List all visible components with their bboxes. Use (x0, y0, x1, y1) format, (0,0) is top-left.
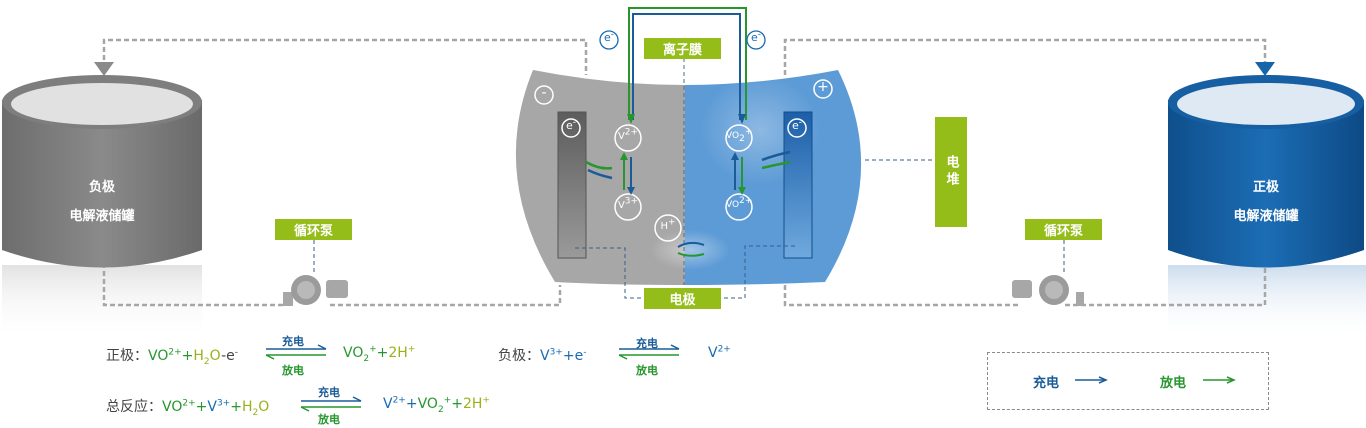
eq-positive-charge: 充电 (282, 335, 304, 348)
wire-arrow-right-icon (738, 114, 746, 124)
ion-v3: V3+ (617, 196, 639, 211)
equation-positive: 正极：VO2++H2O-e- (106, 347, 238, 367)
equation-total-product: V2++VO2++2H+ (383, 395, 490, 415)
tank-right-reflection (1168, 265, 1366, 340)
electron-electrode-left: e- (565, 117, 577, 132)
pump-right-label: 循环泵 (1025, 219, 1102, 240)
electron-left-icon (599, 30, 619, 50)
eq-negative-charge: 充电 (636, 337, 658, 350)
plus-sign: + (817, 79, 829, 95)
electrode-label: 电极 (644, 288, 721, 309)
tank-right-label: 正极 电解液储罐 (1216, 176, 1316, 224)
ion-v2: V2+ (617, 127, 639, 142)
ion-vo2: VO2+ (726, 196, 753, 211)
membrane-label: 离子膜 (644, 38, 721, 59)
connector-lines (313, 159, 1065, 299)
tank-left (2, 75, 202, 268)
pipe-arrow-left-icon (94, 62, 114, 76)
pump-right-icon (1012, 275, 1084, 306)
tank-left-line1: 负极 (88, 180, 115, 195)
pump-left-icon (283, 275, 348, 306)
equation-negative: 负极：V3++e- (498, 347, 587, 364)
reaction-arrows (623, 157, 743, 190)
equation-negative-product: V2+ (708, 344, 731, 361)
ion-circles (534, 79, 833, 242)
electron-left-text: e- (603, 29, 615, 44)
equation-positive-product: VO2++2H+ (343, 344, 416, 364)
tank-right-line2: 电解液储罐 (1233, 209, 1299, 224)
electron-electrode-right: e- (791, 117, 803, 132)
eq-positive-discharge: 放电 (282, 364, 304, 377)
ion-vo2-plus: VO2+ (726, 127, 753, 144)
legend-discharge: 放电 (1160, 376, 1187, 391)
pump-left-label: 循环泵 (275, 219, 352, 240)
eq-total-discharge: 放电 (318, 413, 340, 426)
eq-negative-discharge: 放电 (636, 364, 658, 377)
eq-total-charge: 充电 (318, 386, 340, 399)
legend-box (987, 352, 1269, 410)
electrode-right (783, 111, 813, 259)
stack-label: 电堆 (935, 117, 967, 227)
electrode-left (557, 111, 587, 259)
wire-arrow-left-icon (627, 114, 635, 124)
legend-charge: 充电 (1033, 376, 1060, 391)
electron-right-text: e- (750, 29, 762, 44)
tank-left-label: 负极 电解液储罐 (52, 176, 152, 224)
tank-left-line2: 电解液储罐 (69, 209, 135, 224)
pipe-arrow-right-icon (1255, 62, 1275, 76)
ion-h: H+ (660, 217, 676, 232)
electron-right-icon (746, 30, 766, 50)
minus-sign: - (541, 85, 547, 101)
pipes (102, 38, 1267, 307)
tank-left-reflection (2, 265, 202, 340)
tank-right (1168, 75, 1364, 268)
equation-arrows (265, 344, 680, 412)
tank-right-line1: 正极 (1252, 180, 1279, 195)
equation-total: 总反应：VO2++V3++H2O (106, 398, 270, 418)
external-circuit (628, 7, 747, 120)
